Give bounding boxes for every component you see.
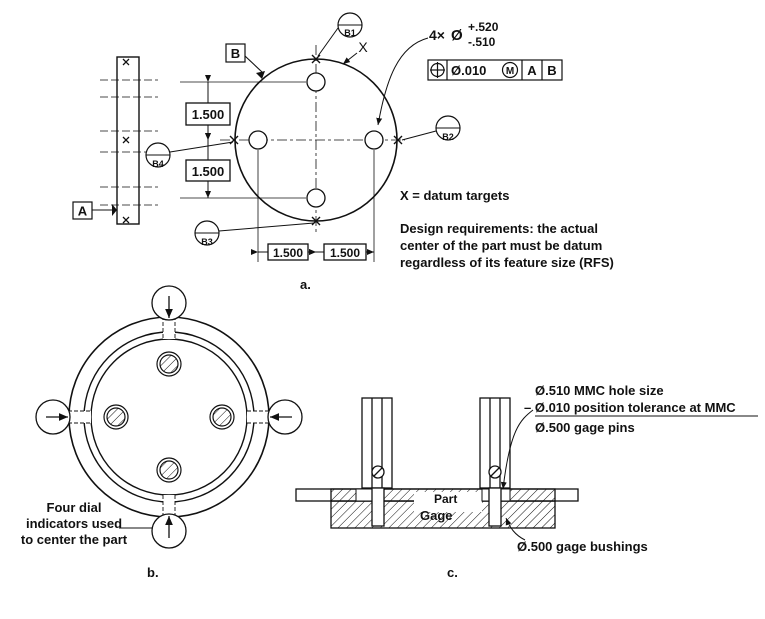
note-gage-pins: Ø.500 gage pins [535,420,635,435]
gage-pins [103,351,235,483]
vertical-dimensions [180,75,306,199]
panel-a: A B4 B [72,12,614,292]
dial-note-line-2: indicators used [26,516,122,531]
hole-bottom [306,188,326,208]
dial-indicators [35,285,303,549]
caption-b: b. [147,565,159,580]
hole-dia-symbol: Ø [451,27,463,44]
svg-text:B3: B3 [201,237,213,247]
datum-a-label: A [78,204,88,219]
part-label: Part [434,492,457,506]
target-b1: B1 [337,12,363,38]
legend-datum-targets: X = datum targets [400,188,509,203]
side-view [100,56,158,225]
gage-label: Gage [420,508,453,523]
datum-a-triangle [112,204,117,216]
datum-b-triangle [256,71,265,79]
dial-note-line-1: Four dial [47,500,102,515]
datum-b-box [225,43,246,63]
plan-view [220,45,405,235]
horizontal-dimensions [251,150,375,262]
panel-c: Part Gage Ø.510 MMC hole size – Ø.010 po… [295,383,758,580]
hole-right [364,130,384,150]
note-gage-bushings: Ø.500 gage bushings [517,539,648,554]
dial-note-line-3: to center the part [21,532,128,547]
hole-count: 4× [429,27,445,43]
svg-text:B4: B4 [152,159,164,169]
caption-c: c. [447,565,458,580]
datum-b-label: B [231,46,240,61]
dim-horizontal-left: 1.500 [273,246,303,260]
note-position-tolerance: – Ø.010 position tolerance at MMC [524,400,736,415]
caption-a: a. [300,277,311,292]
target-b4: B4 [145,142,171,169]
side-datum-targets [122,58,130,224]
indicator-slots [68,316,270,518]
hole-tol-upper: +.520 [468,20,499,34]
fcf-datum-a: A [527,63,537,78]
svg-text:B1: B1 [344,28,356,38]
dim-horizontal-right: 1.500 [330,246,360,260]
hole-tol-lower: -.510 [468,35,496,49]
target-x-mark: X [358,39,368,55]
hole-leader [376,37,429,126]
fcf-mmc-modifier: M [506,66,514,77]
gage-pin-left [361,397,393,527]
svg-text:B2: B2 [442,132,454,142]
design-note-line-1: Design requirements: the actual [400,221,598,236]
design-note-line-3: regardless of its feature size (RFS) [400,255,614,270]
dim-vertical-upper: 1.500 [192,107,225,122]
hole-top [306,72,326,92]
target-b3: B3 [194,220,220,247]
hole-left [248,130,268,150]
design-note-line-2: center of the part must be datum [400,238,602,253]
panel-b: Four dial indicators used to center the … [21,285,303,580]
dim-vertical-lower: 1.500 [192,164,225,179]
fcf-tolerance: Ø.010 [451,63,486,78]
note-mmc-hole-size: Ø.510 MMC hole size [535,383,664,398]
target-b2: B2 [435,115,461,142]
fcf-datum-b: B [547,63,556,78]
feature-control-frame [427,59,563,81]
